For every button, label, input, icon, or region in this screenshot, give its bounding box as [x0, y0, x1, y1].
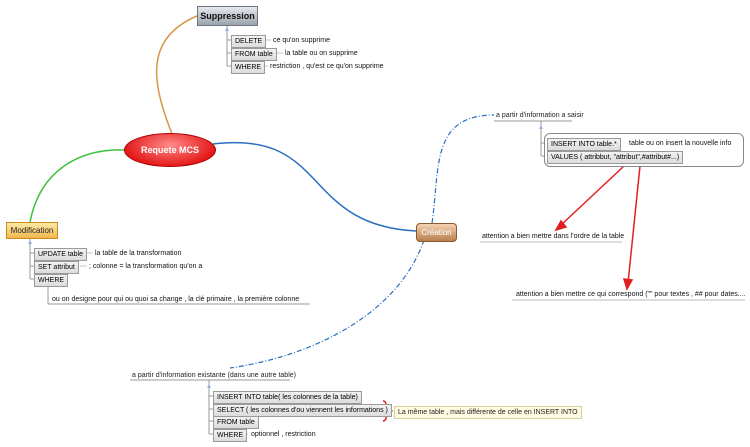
central-topic[interactable]: Requete MCS: [124, 133, 216, 167]
update-table-note: la table de la transformation: [95, 250, 182, 257]
format-warning: attention a bien mettre ce qui correspon…: [516, 291, 746, 298]
red-arrows: [554, 165, 641, 291]
from-table-note: la table ou on supprime: [285, 50, 358, 57]
set-attribut-keyword[interactable]: SET attribut: [34, 261, 79, 274]
order-warning: attention a bien mettre dans l'ordre de …: [482, 233, 625, 240]
where-description: ou on designe pour qui ou quoi sa change…: [52, 296, 300, 303]
values-keyword[interactable]: VALUES ( attribbut, "attribut",#attribut…: [547, 151, 684, 164]
link-suppression: [155, 15, 198, 135]
saisie-topic[interactable]: a partir d'information a saisir: [496, 112, 584, 119]
link-creation: [212, 141, 417, 232]
insert-into-columns-keyword[interactable]: INSERT INTO table( les colonnes de la ta…: [213, 391, 362, 404]
where-keyword[interactable]: WHERE: [213, 429, 248, 442]
update-table-keyword[interactable]: UPDATE table: [34, 248, 87, 261]
where-keyword[interactable]: WHERE: [231, 61, 266, 74]
same-table-note: La même table , mais différente de celle…: [394, 406, 582, 419]
modification-tree-lines: [29, 238, 310, 305]
from-table-keyword[interactable]: FROM table: [213, 416, 259, 429]
modification-topic[interactable]: Modification: [6, 222, 58, 239]
link-modification: [29, 149, 127, 223]
link-saisie: [431, 114, 495, 224]
insert-into-note: table ou on insert la nouvelle info: [629, 140, 732, 147]
where-note: restriction , qu'est ce qu'on supprime: [270, 63, 384, 70]
set-attribut-note: ; colonne = la transformation qu'on a: [89, 263, 203, 270]
insert-into-keyword[interactable]: INSERT INTO table.*: [547, 138, 621, 151]
existante-tree-lines: [130, 379, 290, 435]
where-keyword[interactable]: WHERE: [34, 274, 69, 287]
suppression-topic[interactable]: Suppression: [197, 6, 258, 26]
creation-topic[interactable]: Création: [416, 223, 457, 242]
delete-note: ce qu'on supprime: [273, 37, 330, 44]
suppression-tree-lines: [226, 25, 231, 67]
link-existante: [229, 239, 425, 369]
from-table-keyword[interactable]: FROM table: [231, 48, 277, 61]
delete-keyword[interactable]: DELETE: [231, 35, 267, 48]
where-note: optionnel , restriction: [251, 431, 316, 438]
existante-topic[interactable]: a partir d'information existante (dans u…: [132, 372, 296, 379]
select-keyword[interactable]: SELECT ( les colonnes d'ou viennent les …: [213, 404, 392, 417]
